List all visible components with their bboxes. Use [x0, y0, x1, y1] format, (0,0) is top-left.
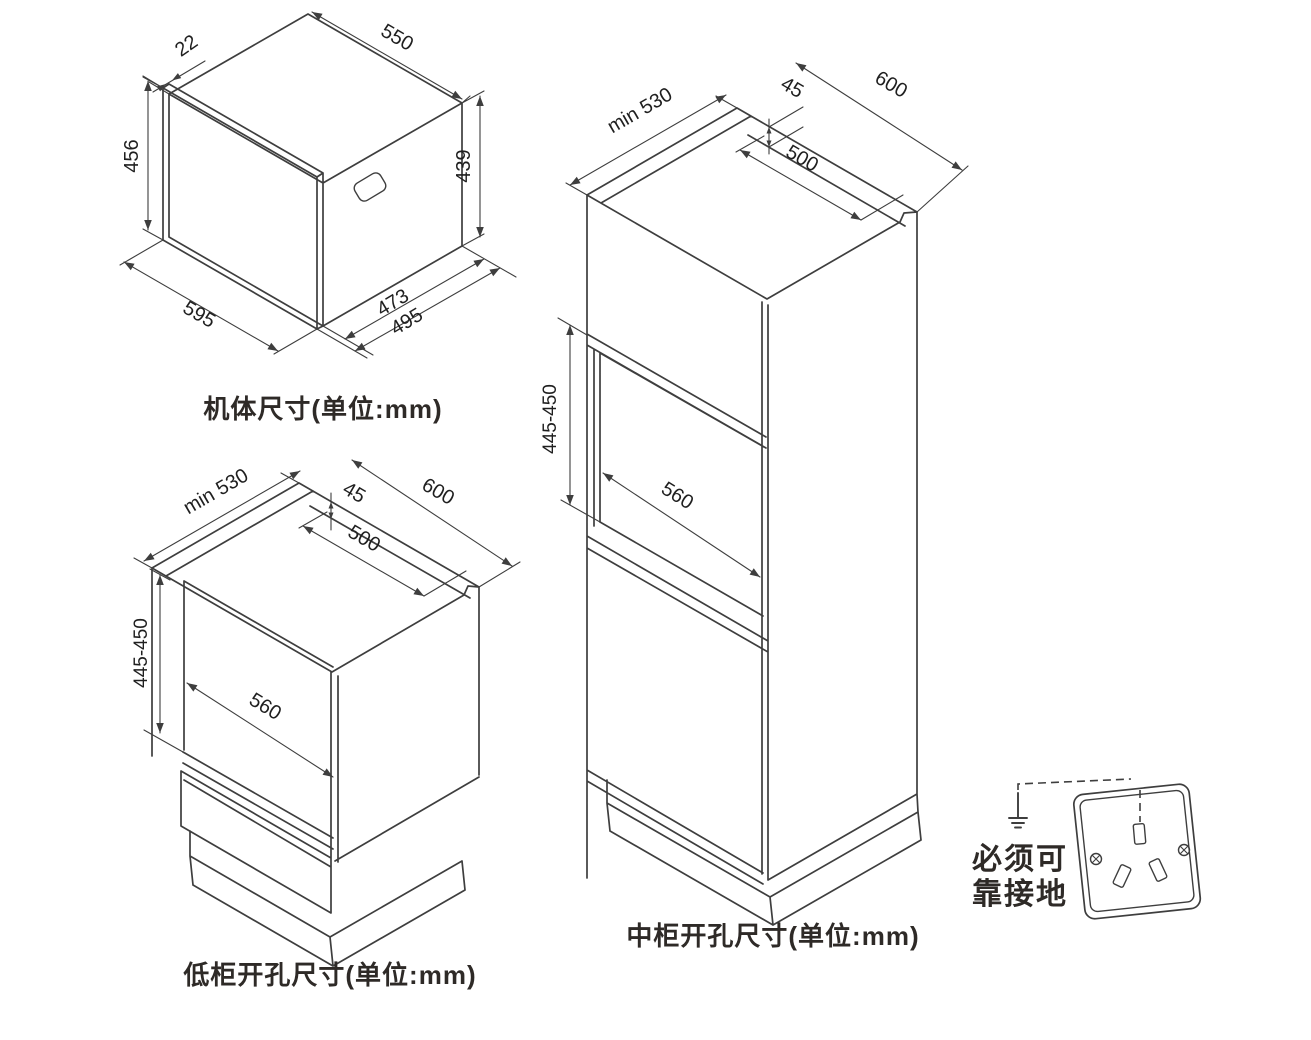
ground-connection-dashed-line: [1017, 778, 1141, 822]
dim-depth-min: min 530: [180, 464, 253, 519]
arrowhead: [328, 502, 334, 519]
dim-width-top: 600: [418, 474, 458, 510]
dim-inner-width: 560: [245, 689, 285, 725]
live-pin-slot: [1112, 864, 1132, 888]
earth-ground-icon: [1008, 792, 1028, 829]
low-cabinet-diagram: min 530 45 500 600 560 445-450 低柜开孔尺寸(单位…: [131, 459, 521, 990]
dim-inner-width: 560: [657, 478, 697, 514]
oven-outline: [162, 13, 463, 330]
mid-cabinet-caption: 中柜开孔尺寸(单位:mm): [626, 921, 919, 951]
dim-height-left: 456: [121, 139, 143, 172]
dim-line-560: [602, 472, 761, 578]
arrowhead: [766, 127, 772, 147]
ground-pin-slot: [1132, 822, 1147, 845]
dim-line-550: [311, 11, 463, 100]
dim-line-min530: [569, 94, 727, 186]
body-diagram-caption: 机体尺寸(单位:mm): [203, 394, 442, 424]
low-cabinet-outline: [151, 482, 480, 967]
mid-cabinet-extension-lines: [557, 95, 969, 523]
dim-opening-height: 445-450: [131, 618, 152, 688]
screw-icon: [1089, 852, 1103, 866]
dim-line-600: [795, 62, 963, 171]
mid-cabinet-outline: [586, 107, 922, 926]
dim-opening-height: 445-450: [540, 384, 561, 454]
dim-back-rail: 45: [777, 73, 807, 103]
dim-line-500: [739, 149, 862, 221]
dim-line-595: [123, 261, 279, 352]
body-dimension-diagram: 22 550 456 439 595 473 495 机体尺寸(单位:mm): [119, 11, 517, 424]
mid-cabinet-diagram: min 530 45 500 600 560 445-450 中柜开孔尺寸(单位…: [540, 62, 969, 951]
dim-line-600: [351, 459, 513, 567]
dim-door-thickness: 22: [171, 31, 202, 62]
dim-width-top: 600: [871, 67, 911, 103]
dim-line-min530: [143, 470, 301, 562]
low-cabinet-caption: 低柜开孔尺寸(单位:mm): [182, 960, 476, 990]
socket-plate: [1072, 783, 1202, 920]
dim-opening-width-top: 500: [344, 521, 384, 557]
grounding-warning-line1: 必须可: [972, 843, 1068, 876]
dim-depth-top: 550: [377, 20, 417, 56]
neutral-pin-slot: [1148, 858, 1168, 882]
screw-icon: [1177, 843, 1191, 857]
handle-cutout: [353, 172, 387, 202]
arrowhead: [156, 73, 182, 92]
dim-height-right: 439: [453, 149, 475, 182]
dim-opening-width-top: 500: [782, 141, 822, 177]
grounding-warning-line2: 靠接地: [972, 878, 1068, 911]
grounding-socket-illustration: 必须可 靠接地: [972, 778, 1202, 920]
dim-width-bottom: 595: [179, 297, 219, 333]
dim-line-560: [186, 682, 334, 778]
socket-plate-bevel: [1079, 789, 1195, 913]
dim-back-rail: 45: [339, 478, 369, 508]
dim-line-495: [354, 267, 501, 352]
